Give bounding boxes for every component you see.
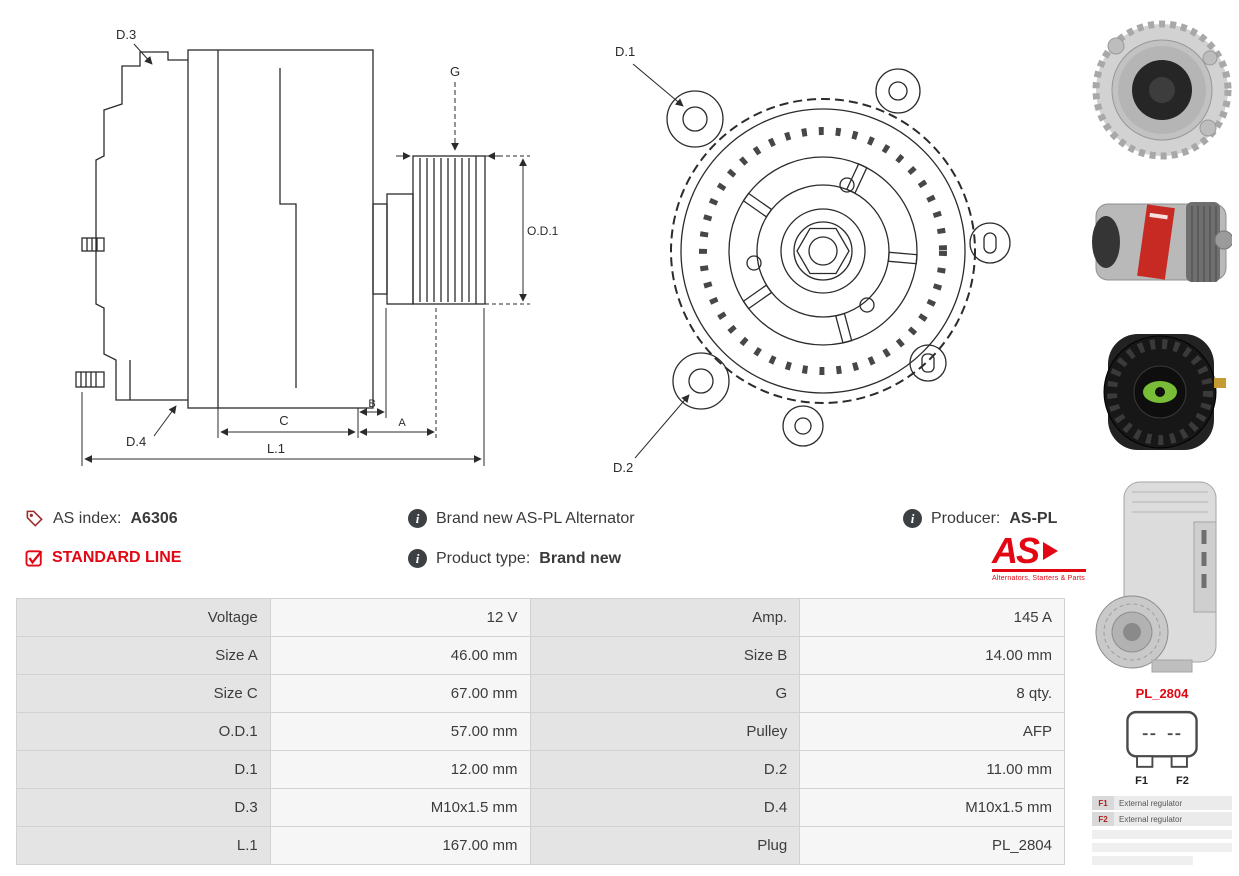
dim-label-l1: L.1: [267, 441, 285, 456]
product-photo-rear: [1090, 318, 1232, 466]
spec-value-cell: 11.00 mm: [799, 750, 1065, 789]
dim-label-b: B: [368, 398, 375, 410]
as-pl-logo-text: AS: [992, 530, 1040, 571]
producer-row: i Producer: AS-PL: [903, 509, 1057, 528]
legend-desc: External regulator: [1114, 796, 1232, 810]
spec-value-cell: 12.00 mm: [269, 750, 531, 789]
table-row: Size C 67.00 mm G 8 qty.: [16, 674, 1065, 713]
producer-label: Producer:: [931, 509, 1001, 527]
standard-line-label: STANDARD LINE: [52, 549, 182, 566]
spec-label-cell: G: [529, 674, 801, 713]
as-pl-logo-tagline: Alternators, Starters & Parts: [992, 575, 1085, 583]
dim-label-d4: D.4: [126, 434, 146, 449]
legend-desc: External regulator: [1114, 812, 1232, 826]
spec-value-cell: 67.00 mm: [269, 674, 531, 713]
product-photo-front: [1090, 10, 1232, 170]
spec-label-cell: Pulley: [529, 712, 801, 751]
as-pl-logo-rule: [992, 569, 1086, 573]
spec-label-cell: D.3: [16, 788, 271, 827]
spec-label-cell: L.1: [16, 826, 271, 865]
table-row: L.1 167.00 mm Plug PL_2804: [16, 826, 1065, 865]
dim-label-a: A: [398, 417, 406, 429]
standard-line-row: STANDARD LINE: [25, 549, 181, 567]
dim-label-d1: D.1: [615, 44, 635, 59]
spec-label-cell: Size B: [529, 636, 801, 675]
product-type-label: Product type:: [436, 549, 531, 567]
info-icon: i: [408, 509, 427, 528]
alternator-side-photo-art: [1092, 202, 1232, 282]
spec-label-cell: Voltage: [16, 598, 271, 637]
spec-value-cell: PL_2804: [799, 826, 1065, 865]
info-icon: i: [903, 509, 922, 528]
dim-label-g: G: [450, 64, 460, 79]
spec-value-cell: 167.00 mm: [269, 826, 531, 865]
as-pl-logo-triangle-icon: [1043, 542, 1059, 561]
spec-label-cell: D.1: [16, 750, 271, 789]
product-type-value: Brand new: [539, 549, 622, 567]
brand-new-text: Brand new AS-PL Alternator: [436, 509, 635, 527]
table-row: Voltage 12 V Amp. 145 A: [16, 598, 1065, 637]
table-row: D.1 12.00 mm D.2 11.00 mm: [16, 750, 1065, 789]
spec-value-cell: 12 V: [269, 598, 531, 637]
plug-name: PL_2804: [1135, 686, 1189, 701]
plug-diagram: [1126, 710, 1198, 768]
spec-value-cell: 8 qty.: [799, 674, 1065, 713]
as-index-label: AS index:: [53, 509, 122, 527]
front-view-technical-drawing: D.1 D.2: [613, 44, 1011, 475]
product-photo-side-label: [1090, 176, 1232, 308]
product-type-row: i Product type: Brand new: [408, 549, 621, 568]
legend-empty-row: [1092, 856, 1193, 865]
spec-value-cell: 57.00 mm: [269, 712, 531, 751]
dim-label-d3: D.3: [116, 27, 136, 42]
legend-row: F1 External regulator: [1092, 796, 1232, 810]
table-row: Size A 46.00 mm Size B 14.00 mm: [16, 636, 1065, 675]
as-pl-logo: AS Alternators, Starters & Parts: [992, 530, 1088, 583]
plug-pin-labels: F1 F2: [1092, 775, 1232, 787]
table-row: D.3 M10x1.5 mm D.4 M10x1.5 mm: [16, 788, 1065, 827]
spec-value-cell: 14.00 mm: [799, 636, 1065, 675]
spec-value-cell: 46.00 mm: [269, 636, 531, 675]
as-index-value: A6306: [130, 509, 178, 527]
spec-label-cell: D.2: [529, 750, 801, 789]
tag-icon: [26, 510, 43, 527]
dim-label-od1: O.D.1: [527, 224, 559, 238]
legend-pin: F1: [1092, 796, 1114, 810]
alternator-side-outline: [75, 49, 486, 409]
legend-row: F2 External regulator: [1092, 812, 1232, 826]
spec-value-cell: M10x1.5 mm: [799, 788, 1065, 827]
alternator-front-photo-art: [1092, 20, 1232, 160]
side-view-dimension-lines: [81, 43, 530, 466]
plug-pin-f2: F2: [1176, 775, 1189, 787]
spec-label-cell: D.4: [529, 788, 801, 827]
plug-pin-f1: F1: [1135, 775, 1148, 787]
spec-label-cell: O.D.1: [16, 712, 271, 751]
spec-value-cell: AFP: [799, 712, 1065, 751]
spec-label-cell: Plug: [529, 826, 801, 865]
plug-legend: F1 External regulator F2 External regula…: [1092, 796, 1232, 826]
info-icon: i: [408, 549, 427, 568]
legend-empty-row: [1092, 843, 1232, 852]
dim-label-d2: D.2: [613, 460, 633, 475]
front-view-dimension-lines: [632, 63, 690, 459]
legend-pin: F2: [1092, 812, 1114, 826]
spec-table: Voltage 12 V Amp. 145 A Size A 46.00 mm …: [16, 598, 1065, 865]
dim-label-c: C: [279, 413, 288, 428]
as-index-row: AS index: A6306: [25, 509, 178, 528]
alternator-angle-photo-art: [1095, 481, 1217, 673]
producer-value: AS-PL: [1009, 509, 1058, 527]
plug-block: PL_2804 F1 F2 F1 External regulator F2 E…: [1092, 686, 1232, 865]
spec-value-cell: 145 A: [799, 598, 1065, 637]
product-photo-angle: [1090, 474, 1232, 679]
table-row: O.D.1 57.00 mm Pulley AFP: [16, 712, 1065, 751]
alternator-rear-photo-art: [1103, 334, 1226, 450]
spec-value-cell: M10x1.5 mm: [269, 788, 531, 827]
brand-new-row: i Brand new AS-PL Alternator: [408, 509, 635, 528]
spec-label-cell: Size A: [16, 636, 271, 675]
alternator-front-outline: [666, 68, 1011, 447]
side-view-technical-drawing: D.3 G O.D.1 C B A L.1 D.4: [75, 27, 559, 466]
spec-label-cell: Size C: [16, 674, 271, 713]
checkbox-checked-icon: [25, 550, 43, 567]
legend-empty-row: [1092, 830, 1232, 839]
spec-label-cell: Amp.: [529, 598, 801, 637]
